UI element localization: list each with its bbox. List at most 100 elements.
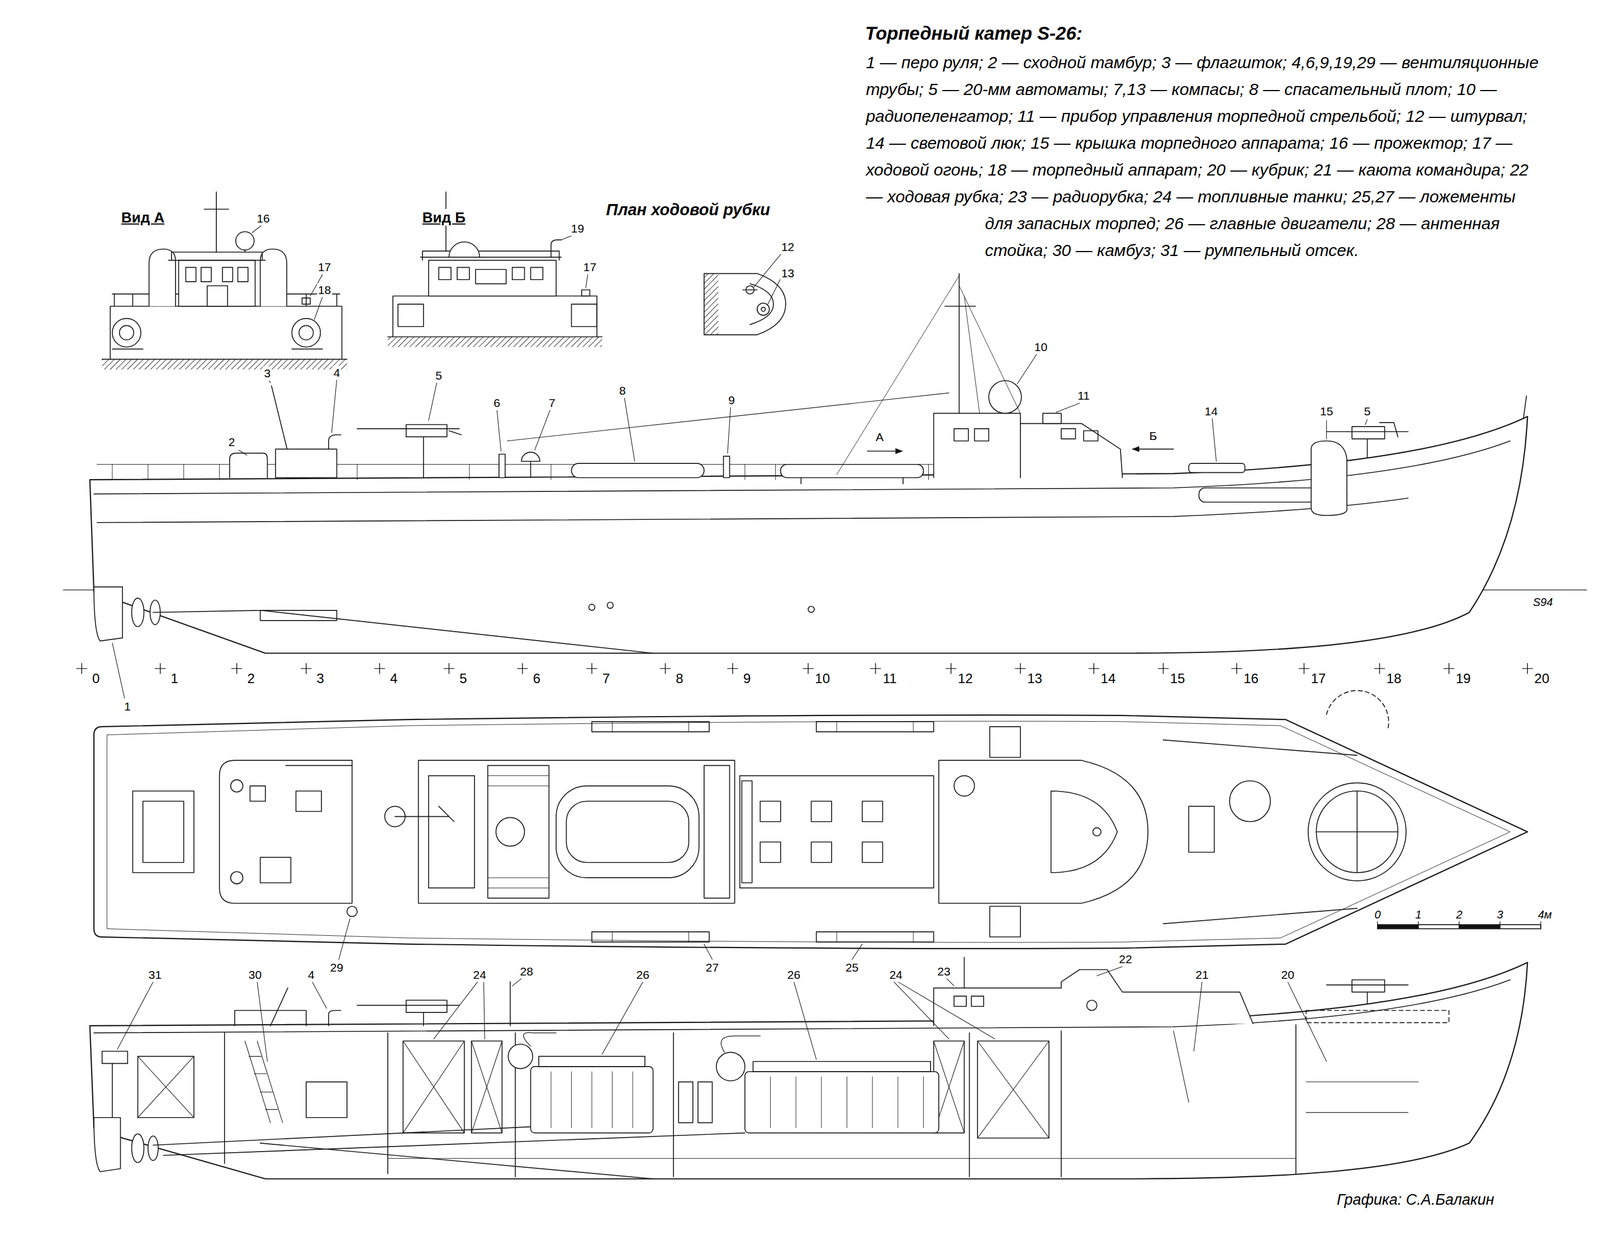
callout-number: 8 [619, 384, 626, 398]
callout-number: 1 [124, 699, 131, 713]
section-view-figure-part [538, 1056, 645, 1067]
scale-bar-part [1377, 924, 1419, 929]
plan-view-figure-part [811, 841, 833, 863]
section-view-figure-part [1086, 999, 1098, 1010]
plan-view-figure-part [1229, 780, 1271, 822]
frame-number-box: 1 [169, 670, 180, 687]
callout-number-box: 7 [547, 396, 557, 411]
frame-number-box: 7 [601, 670, 611, 687]
callout-number: 16 [256, 211, 270, 225]
view-a-figure-part [168, 252, 265, 261]
callout-number: 4 [333, 366, 341, 379]
side-view-figure-part [974, 428, 990, 441]
callout-number: 24 [473, 967, 487, 981]
parts-key-box: 1 — перо руля; 2 — сходной тамбур; 3 — ф… [865, 49, 1547, 546]
callout-number-box: 12 [780, 239, 796, 254]
callout-number-box: 15 [1318, 404, 1334, 419]
plan-view-figure-part [219, 760, 353, 904]
wrap-spacer [865, 210, 985, 546]
callout-number-box: 29 [329, 960, 345, 975]
wrap-spacer [865, 49, 866, 211]
side-view-figure-part [1311, 440, 1347, 516]
plan-view-figure-part [1308, 782, 1407, 881]
plan-view-figure-part [591, 721, 710, 732]
section-view-figure-part [953, 995, 967, 1006]
section-view-figure-part [131, 1133, 145, 1162]
scale-number-box: 4м [1536, 907, 1554, 921]
view-arrow-label-box: А [874, 429, 885, 444]
side-view-figure-part [1042, 412, 1062, 424]
view-label: Вид А [121, 209, 165, 226]
callout-number-box: 28 [519, 964, 535, 979]
callout-number: 28 [520, 965, 534, 978]
callout-number-box: 31 [147, 967, 163, 982]
plan-view-figure-part [230, 779, 244, 792]
callout-number: 7 [548, 396, 556, 410]
frame-number: 10 [814, 670, 830, 686]
plan-view-figure-part [566, 800, 689, 863]
section-view-figure-part [716, 1051, 745, 1081]
side-view-figure-part [836, 275, 1021, 475]
view-a-figure-part [201, 267, 212, 282]
callout-number-box: 30 [247, 967, 263, 982]
frame-number: 0 [92, 670, 100, 686]
callout-number: 31 [148, 967, 162, 981]
section-view-figure-part [678, 1081, 693, 1123]
view-b-figure-part [457, 267, 470, 280]
callout-number-box: 21 [1194, 967, 1210, 982]
view-a-figure-part [222, 267, 233, 282]
frame-number-box: 4 [388, 670, 399, 687]
view-arrow-label: А [875, 430, 884, 444]
callout-number-box: 5 [1363, 404, 1372, 419]
scale-number-box: 3 [1496, 907, 1505, 921]
side-view-figure-part [530, 461, 532, 478]
section-view-figure-part [270, 987, 288, 1026]
section-view-figure-part [387, 1157, 1296, 1159]
frame-number: 6 [533, 670, 541, 686]
side-view-figure [63, 273, 1587, 699]
view-a-figure-part [203, 191, 229, 253]
view-b-figure-part [387, 336, 602, 348]
section-view-figure-part [224, 1024, 1296, 1177]
plan-view-figure-part [612, 721, 914, 942]
section-view-figure-part [964, 957, 966, 989]
side-view-figure-part [953, 428, 969, 441]
section-view-figure-part [406, 999, 448, 1013]
section-view-figure-part [753, 1061, 932, 1072]
side-view-figure-part [1083, 430, 1099, 441]
callout-number: 29 [330, 960, 344, 974]
callout-number-box: 23 [936, 964, 952, 979]
view-b-figure-part [397, 304, 424, 327]
plan-view-figure-part [989, 726, 1021, 758]
callout-number: 6 [493, 396, 501, 410]
callout-number-box: 25 [844, 960, 860, 975]
section-view-figure-part [1173, 1030, 1419, 1113]
plan-view-figure-part [1316, 790, 1398, 873]
frame-number: 12 [957, 670, 973, 686]
plan-view-figure-part [760, 841, 781, 863]
callout-number: 12 [781, 240, 795, 254]
side-view-figure-part [153, 610, 654, 654]
view-a-figure-part [110, 306, 342, 360]
plan-view-figure-part [591, 931, 710, 942]
side-view-figure-part [93, 586, 123, 642]
side-view-figure-part [723, 456, 730, 478]
callout-number-box: 26 [635, 967, 651, 982]
callout-number: 25 [845, 960, 859, 974]
plan-view-figure-part [741, 780, 752, 883]
section-view-figure-part [971, 995, 984, 1006]
view-a-figure-part [102, 359, 348, 370]
section-view-figure-part [102, 1051, 128, 1064]
callout-number-box: 9 [727, 392, 737, 407]
section-view-figure-part [1326, 984, 1409, 986]
bridge-plan-figure-part [761, 307, 766, 312]
view-a-figure-part [252, 225, 323, 320]
view-arrow-label: Б [1149, 429, 1157, 443]
view-b-figure-part [551, 239, 562, 258]
view-a-figure [102, 191, 348, 370]
plan-view-figure-part [428, 775, 475, 889]
scale-number: 2 [1455, 908, 1462, 921]
view-a-figure-part [302, 297, 311, 305]
section-view-figure-part [698, 1081, 713, 1123]
